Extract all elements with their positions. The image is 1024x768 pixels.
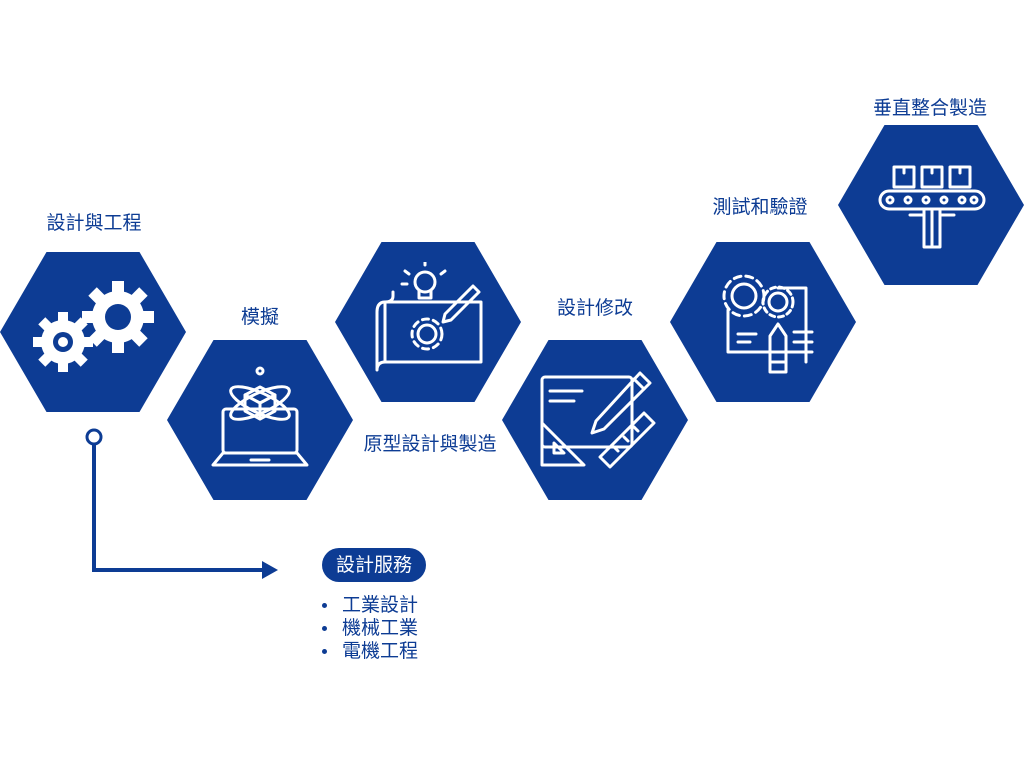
services-title-badge: 設計服務 (322, 548, 427, 582)
gears-document-pencil-icon (722, 274, 814, 374)
step-hex-design-revision (502, 340, 688, 500)
step-label-design-revision: 設計修改 (556, 297, 634, 319)
services-item-label: 電機工程 (342, 640, 419, 662)
services-list: 工業設計 機械工業 電機工程 (320, 594, 418, 663)
step-hex-testing (670, 242, 856, 402)
services-list-item: 工業設計 (320, 594, 418, 617)
services-list-item: 機械工業 (320, 617, 418, 640)
step-hex-vertical-integration (838, 125, 1024, 285)
step-label-vertical-integration: 垂直整合製造 (872, 97, 988, 119)
services-item-label: 機械工業 (342, 617, 419, 639)
blueprint-lightbulb-icon (375, 262, 483, 372)
conveyor-belt-icon (878, 165, 986, 249)
services-item-label: 工業設計 (342, 594, 419, 616)
step-label-design-engineering: 設計與工程 (46, 212, 142, 234)
drawing-pencil-ruler-icon (540, 371, 656, 469)
gears-icon (33, 281, 154, 372)
bullet-icon (322, 603, 327, 608)
step-hex-prototype (335, 242, 521, 402)
bullet-icon (322, 649, 327, 654)
step-hex-simulation (167, 340, 353, 500)
laptop-3d-cube-icon (211, 366, 309, 467)
step-label-prototype: 原型設計與製造 (363, 433, 497, 455)
services-list-item: 電機工程 (320, 640, 418, 663)
step-label-testing: 測試和驗證 (712, 196, 808, 218)
bullet-icon (322, 626, 327, 631)
step-hex-design-engineering (0, 252, 186, 412)
step-label-simulation: 模擬 (240, 306, 280, 328)
